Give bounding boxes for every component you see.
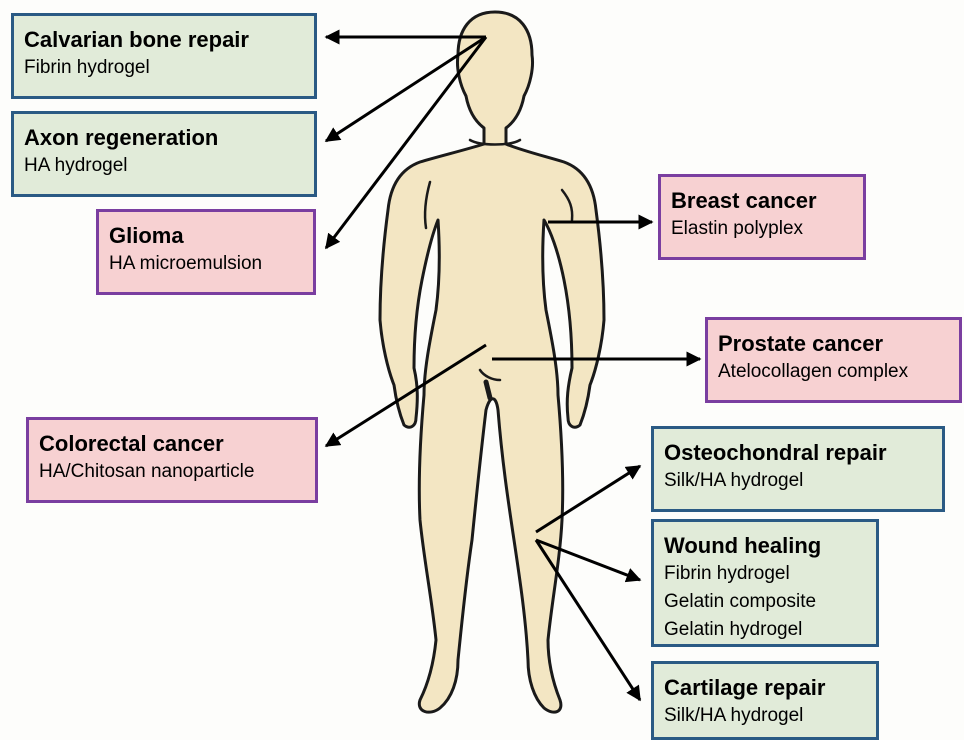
box-title: Axon regeneration bbox=[24, 124, 314, 152]
box-material: HA hydrogel bbox=[24, 152, 314, 180]
box-wound-healing: Wound healing Fibrin hydrogel Gelatin co… bbox=[651, 519, 879, 647]
box-cartilage-repair: Cartilage repair Silk/HA hydrogel bbox=[651, 661, 879, 740]
box-glioma: Glioma HA microemulsion bbox=[96, 209, 316, 295]
box-material: Atelocollagen complex bbox=[718, 358, 959, 386]
box-material: HA microemulsion bbox=[109, 250, 313, 278]
box-axon-regeneration: Axon regeneration HA hydrogel bbox=[11, 111, 317, 197]
box-material: Silk/HA hydrogel bbox=[664, 702, 876, 730]
box-material: Elastin polyplex bbox=[671, 215, 863, 243]
box-osteochondral-repair: Osteochondral repair Silk/HA hydrogel bbox=[651, 426, 945, 512]
box-title: Breast cancer bbox=[671, 187, 863, 215]
box-material: Fibrin hydrogel bbox=[24, 54, 314, 82]
box-title: Prostate cancer bbox=[718, 330, 959, 358]
box-prostate-cancer: Prostate cancer Atelocollagen complex bbox=[705, 317, 962, 403]
box-title: Glioma bbox=[109, 222, 313, 250]
box-calvarian-bone-repair: Calvarian bone repair Fibrin hydrogel bbox=[11, 13, 317, 99]
human-silhouette bbox=[380, 12, 604, 712]
box-material: Gelatin hydrogel bbox=[664, 616, 876, 644]
box-material: Gelatin composite bbox=[664, 588, 876, 616]
box-title: Calvarian bone repair bbox=[24, 26, 314, 54]
box-colorectal-cancer: Colorectal cancer HA/Chitosan nanopartic… bbox=[26, 417, 318, 503]
box-title: Cartilage repair bbox=[664, 674, 876, 702]
box-material: Silk/HA hydrogel bbox=[664, 467, 942, 495]
body-outline bbox=[380, 12, 604, 712]
box-title: Colorectal cancer bbox=[39, 430, 315, 458]
box-breast-cancer: Breast cancer Elastin polyplex bbox=[658, 174, 866, 260]
box-material: Fibrin hydrogel bbox=[664, 560, 876, 588]
box-title: Wound healing bbox=[664, 532, 876, 560]
box-title: Osteochondral repair bbox=[664, 439, 942, 467]
box-material: HA/Chitosan nanoparticle bbox=[39, 458, 315, 486]
